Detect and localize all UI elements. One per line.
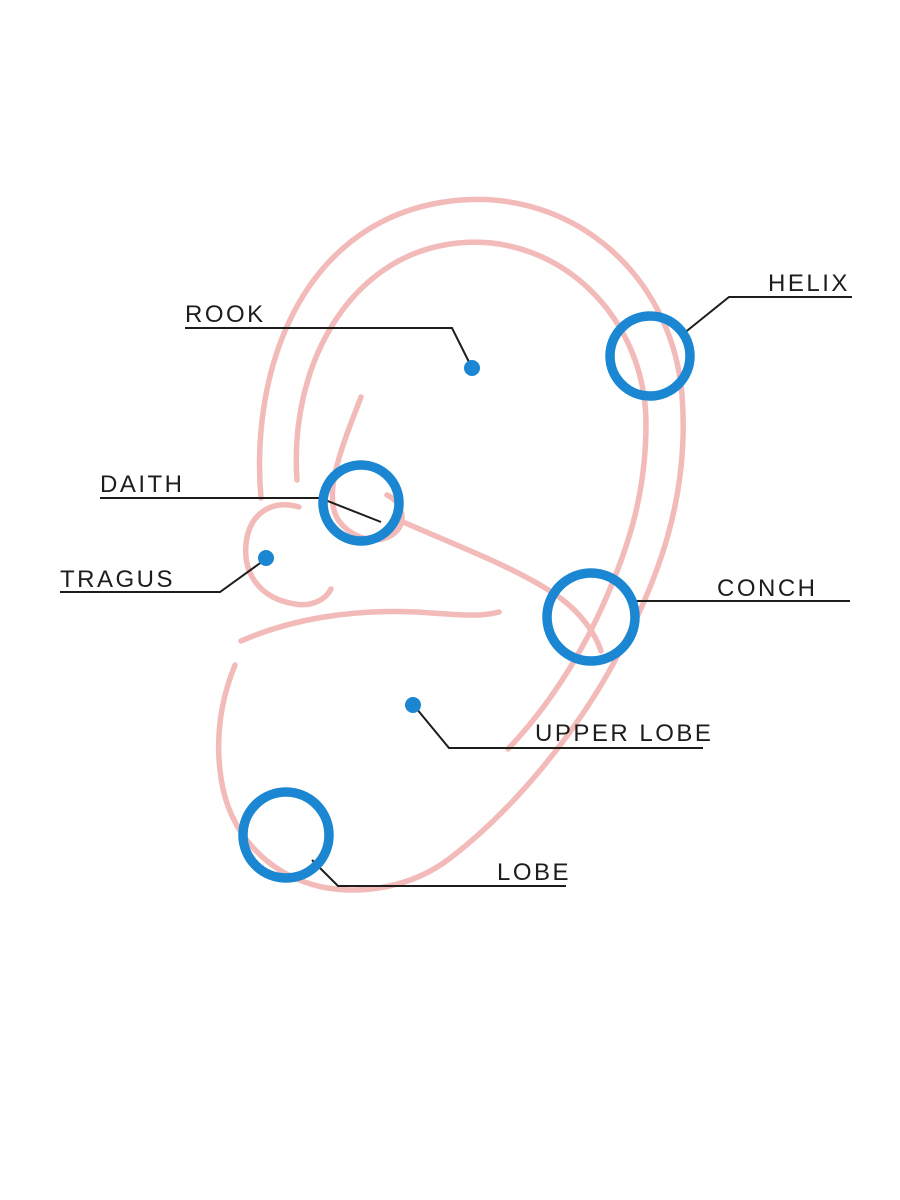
label-tragus: TRAGUS	[60, 566, 175, 593]
conch-ring-icon	[542, 568, 640, 666]
daith-ring-icon	[318, 460, 404, 546]
leader-upper-lobe	[415, 707, 703, 749]
label-daith: DAITH	[100, 471, 185, 498]
leader-lobe	[311, 859, 566, 887]
leader-helix	[682, 296, 852, 335]
label-helix: HELIX	[768, 270, 850, 297]
ear-antihelix-sweep	[398, 518, 604, 654]
ear-outline	[215, 196, 686, 893]
leader-tragus	[60, 560, 264, 593]
upper-lobe-dot-icon	[405, 697, 421, 713]
piercing-labels: HELIX ROOK DAITH TRAGUS CONCH UPPER LOBE…	[60, 270, 850, 886]
rook-dot-icon	[464, 360, 480, 376]
tragus-dot-icon	[258, 550, 274, 566]
leader-rook	[185, 327, 471, 365]
ear-concha-lower-line	[238, 608, 502, 644]
label-rook: ROOK	[185, 301, 266, 328]
piercing-dots	[258, 360, 480, 713]
label-upper-lobe: UPPER LOBE	[535, 720, 713, 747]
helix-ring-icon	[605, 311, 695, 401]
label-lobe: LOBE	[497, 859, 571, 886]
ear-tragus-bump	[243, 502, 334, 608]
piercing-rings	[238, 311, 695, 883]
ear-inner-helix	[293, 239, 649, 752]
lobe-ring-icon	[238, 787, 334, 883]
label-conch: CONCH	[717, 575, 818, 602]
